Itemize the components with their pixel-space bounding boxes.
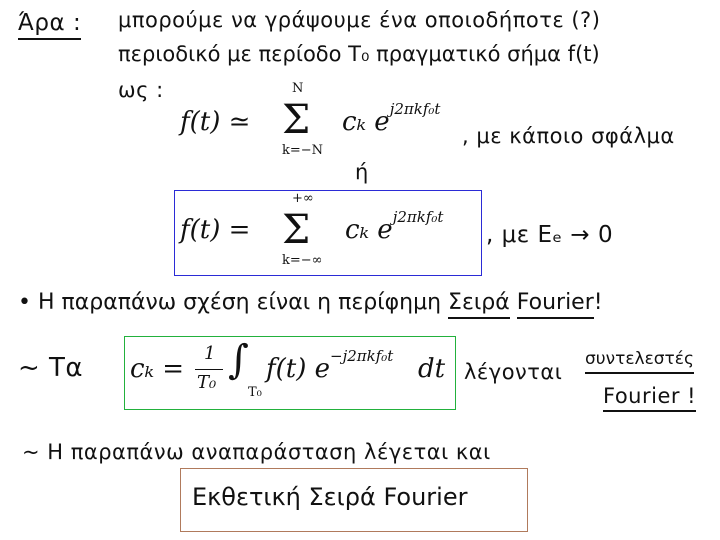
exact-sum-sign: Σ [282, 207, 311, 253]
coeff-lhs: cₖ = [130, 354, 185, 384]
bullet-line: • Η παραπάνω σχέση είναι η περίφημη Σειρ… [18, 290, 603, 319]
intro-line-1: μπορούμε να γράψουμε ένα οποιοδήποτε (?) [118, 8, 601, 32]
term-coefficients: συντελεστές [585, 349, 694, 374]
approx-upper-limit: N [292, 81, 304, 96]
exact-lower-limit: k=−∞ [282, 253, 323, 268]
coeff-dt: dt [418, 354, 446, 384]
approx-sum-sign: Σ [282, 97, 311, 143]
exact-lhs: f(t) = [180, 215, 251, 245]
exact-term: cₖ ej2πkf₀t [345, 208, 444, 245]
coeffs-prefix: ~ Τα [18, 353, 84, 383]
intro-line-3: ως : [118, 78, 164, 102]
heading-ara: Άρα : [18, 10, 82, 41]
coeff-numerator: 1 [204, 343, 216, 364]
or-text: ή [355, 160, 369, 184]
exponential-series-box [180, 468, 528, 532]
term-fourier: Fourier [516, 290, 594, 319]
exact-upper-limit: +∞ [292, 191, 314, 206]
coeff-denominator: T₀ [197, 372, 217, 393]
fraction-bar [195, 369, 223, 370]
term-seira: Σειρά [448, 290, 510, 319]
coeff-body: f(t) e−j2πkf₀t [266, 347, 394, 384]
approx-note: , με κάποιο σφάλμα [462, 124, 675, 148]
approx-lower-limit: k=−N [282, 143, 324, 158]
exponential-series-label: Εκθετική Σειρά Fourier [192, 483, 468, 511]
approx-lhs: f(t) ≃ [180, 107, 251, 137]
integral-sign: ∫ [228, 337, 249, 383]
integral-domain: T₀ [248, 385, 262, 400]
term-fourier-2: Fourier ! [603, 384, 697, 413]
intro-line-2: περιοδικό με περίοδο T₀ πραγματικό σήμα … [118, 42, 600, 66]
final-line: ~ Η παραπάνω αναπαράσταση λέγεται και [22, 440, 491, 464]
exact-note: , με Eₑ → 0 [486, 222, 614, 248]
approx-term: cₖ ej2πkf₀t [342, 100, 441, 137]
coefficients-box [124, 336, 456, 410]
called-text: λέγονται [464, 360, 563, 384]
fourier-series-box [174, 190, 482, 276]
